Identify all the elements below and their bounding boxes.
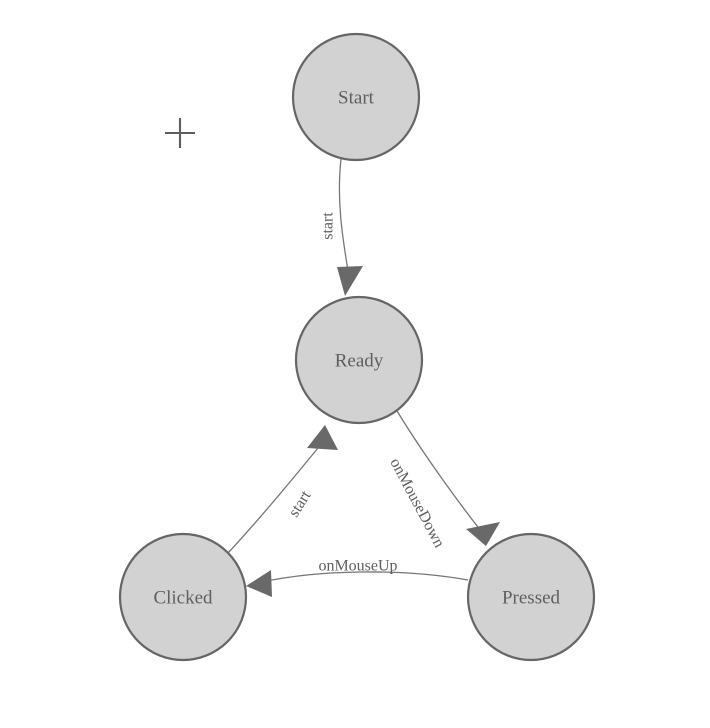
node-circle-start[interactable] (291, 32, 421, 162)
edge-path-clicked-to-ready (227, 436, 328, 554)
arrowhead-ready-to-pressed (466, 522, 500, 546)
node-label-pressed: Pressed (502, 588, 561, 609)
crosshair-icon (165, 118, 195, 148)
edge-label-clicked-to-ready: start (285, 487, 314, 520)
node-clicked[interactable]: Clicked (118, 532, 248, 662)
edge-label-pressed-to-clicked: onMouseUp (318, 558, 397, 575)
node-ready[interactable]: Ready (294, 295, 424, 425)
node-circle-pressed[interactable] (466, 532, 596, 662)
edge-clicked-to-ready[interactable]: start (227, 425, 338, 554)
node-circle-ready[interactable] (294, 295, 424, 425)
node-label-ready: Ready (335, 351, 384, 372)
arrowhead-clicked-to-ready (307, 425, 338, 450)
edge-pressed-to-clicked[interactable]: onMouseUp (246, 558, 469, 598)
node-start[interactable]: Start (291, 32, 421, 162)
node-circle-clicked[interactable] (118, 532, 248, 662)
arrowhead-start-to-ready (337, 266, 363, 296)
edge-label-start-to-ready: start (320, 212, 337, 240)
arrowhead-pressed-to-clicked (246, 570, 272, 597)
node-label-start: Start (338, 88, 375, 109)
edge-path-pressed-to-clicked (261, 571, 469, 583)
edge-start-to-ready[interactable]: start (320, 158, 364, 296)
node-label-clicked: Clicked (153, 588, 213, 609)
edge-label-ready-to-pressed: onMouseDown (386, 455, 447, 550)
node-pressed[interactable]: Pressed (466, 532, 596, 662)
edge-ready-to-pressed[interactable]: onMouseDown (386, 410, 500, 551)
edge-path-start-to-ready (338, 158, 350, 278)
